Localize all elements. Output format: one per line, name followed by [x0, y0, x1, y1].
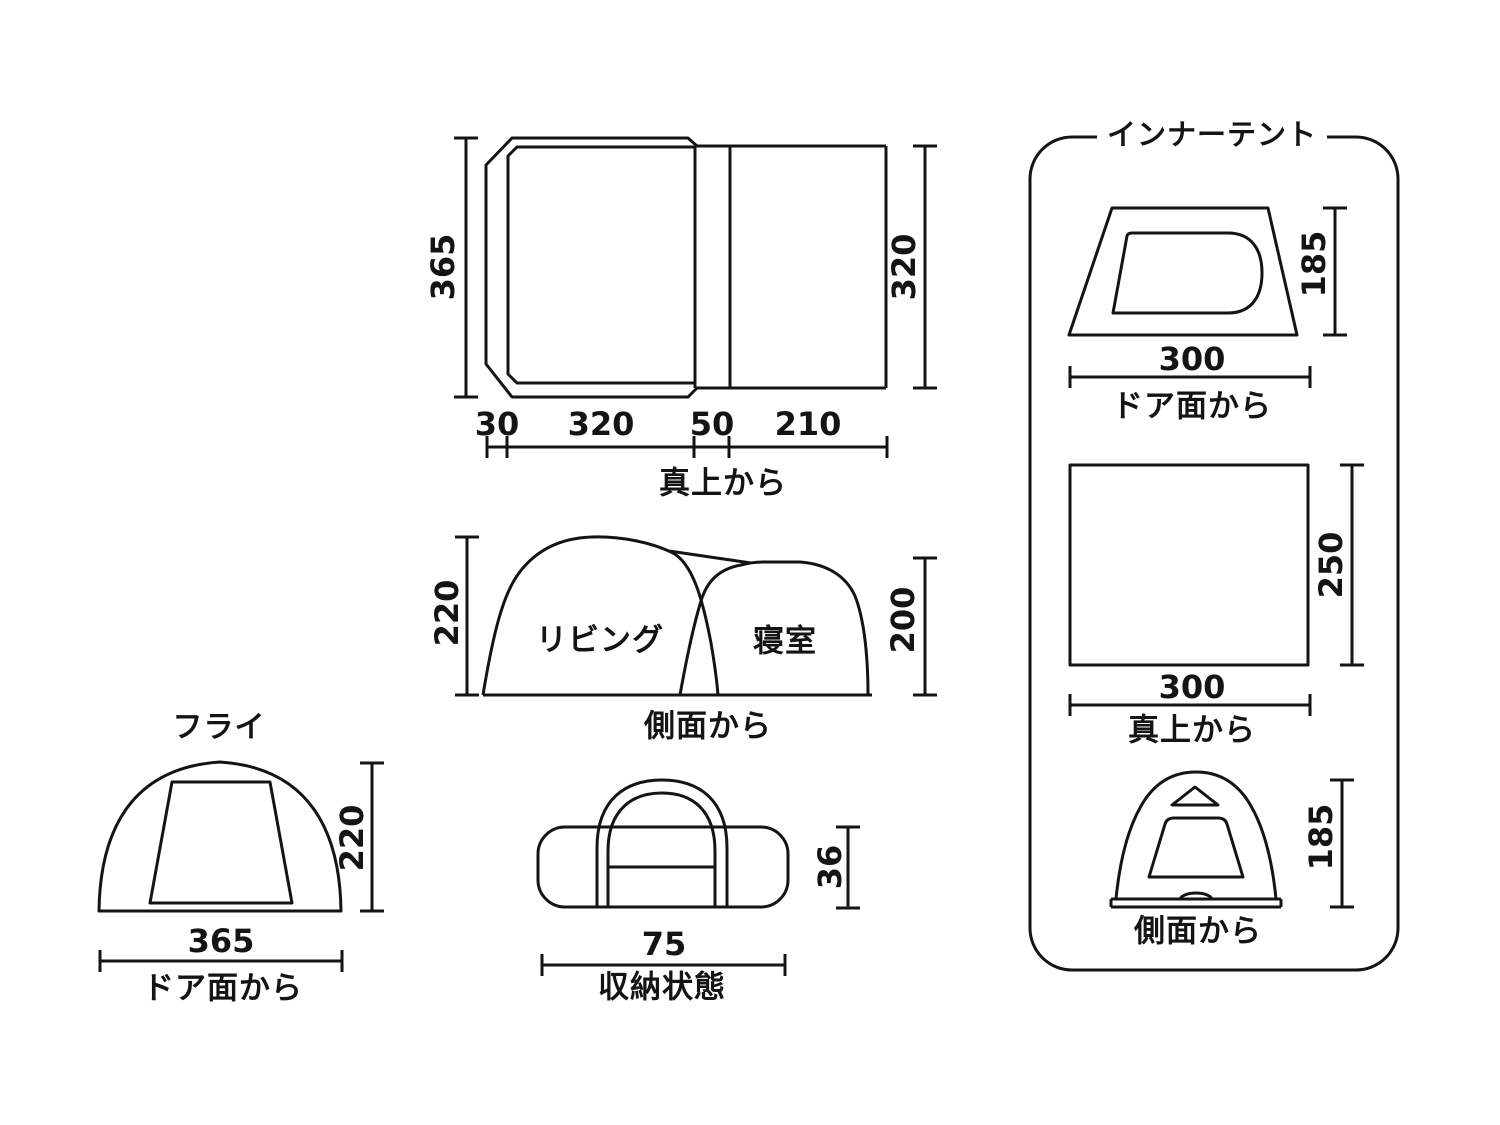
inner-door-view-outline: [1067, 206, 1299, 337]
fly-view-dim-220: 220: [333, 804, 371, 872]
inner-side-view-dim-185: 185: [1302, 803, 1340, 871]
inner-tent-panel: [1028, 135, 1400, 972]
inner-top-view-dim-right: [1340, 463, 1364, 667]
side-view-dim-line-right: [913, 556, 937, 697]
storage-dim-line-bottom: [540, 954, 787, 976]
inner-top-view-dim-300: 300: [1158, 668, 1226, 706]
top-view-dim-50: 50: [689, 405, 735, 443]
top-view-drawing: [454, 136, 937, 458]
inner-side-view-caption: 側面から: [1134, 913, 1262, 950]
inner-side-view-door: [1147, 816, 1245, 879]
storage-dim-line-right: [836, 825, 860, 910]
inner-door-view-door: [1111, 231, 1264, 315]
side-view-tarp-line: [668, 549, 752, 565]
top-view-dim-320-bottom: 320: [567, 405, 635, 443]
top-view-dim-line-bottom: [485, 436, 889, 458]
top-view-caption: 真上から: [659, 465, 787, 502]
top-view-dim-line-left: [454, 136, 478, 399]
side-view-bedroom-label: 寝室: [753, 623, 817, 660]
inner-side-view-vent-triangle: [1170, 785, 1220, 807]
top-view-dim-30: 30: [474, 405, 520, 443]
fly-dim-line-bottom: [98, 950, 344, 972]
top-view-dim-320-right: 320: [885, 233, 923, 301]
inner-side-view-bottom-arc: [1178, 891, 1214, 900]
inner-top-view-caption: 真上から: [1128, 712, 1256, 749]
inner-side-view-ground-bar: [1109, 897, 1283, 909]
inner-top-view-outline: [1068, 463, 1310, 667]
top-view-dim-line-right: [913, 144, 937, 390]
side-view-living-dome: [481, 535, 720, 696]
top-view-outer-outline: [484, 136, 699, 399]
fly-view-caption: ドア面から: [143, 970, 303, 1007]
inner-door-view-dim-185: 185: [1295, 230, 1333, 298]
fly-view-title: フライ: [172, 710, 266, 745]
inner-door-view-dim-bottom: [1068, 366, 1312, 388]
fly-view-dim-365: 365: [187, 922, 255, 960]
inner-tent-title: インナーテント: [1096, 120, 1328, 150]
top-view-dim-210: 210: [774, 405, 842, 443]
storage-view-dim-75: 75: [641, 925, 687, 963]
storage-handle-inner: [606, 791, 717, 907]
side-view-drawing: [455, 535, 937, 697]
side-view-dim-line-left: [455, 535, 479, 697]
fly-view-drawing: [97, 760, 384, 972]
side-view-dim-220: 220: [428, 579, 466, 647]
inner-side-view-dome: [1114, 770, 1278, 900]
storage-view-dim-36: 36: [811, 844, 849, 890]
fly-dome-outline: [97, 760, 343, 913]
fly-dim-line-right: [360, 761, 384, 913]
top-view-right-room: [693, 144, 888, 390]
side-view-bedroom-dome: [678, 560, 870, 696]
inner-top-view-dim-bottom: [1068, 694, 1312, 716]
side-view-caption: 側面から: [644, 708, 772, 745]
inner-tent-border: [1028, 135, 1400, 972]
fly-door: [148, 780, 294, 905]
storage-handle-outer: [595, 778, 729, 907]
storage-view-drawing: [536, 778, 860, 976]
storage-bag-body: [536, 825, 790, 909]
top-view-inner-room: [506, 145, 695, 385]
inner-top-view-dim-250: 250: [1312, 531, 1350, 599]
storage-view-caption: 収納状態: [598, 969, 726, 1006]
side-view-living-label: リビング: [536, 622, 664, 659]
inner-door-view-dim-right: [1323, 206, 1347, 337]
inner-side-view-dim-right: [1330, 778, 1354, 909]
inner-door-view-caption: ドア面から: [1112, 388, 1272, 425]
inner-door-view-dim-300: 300: [1158, 340, 1226, 378]
top-view-dim-365: 365: [424, 233, 462, 301]
side-view-dim-200: 200: [884, 586, 922, 654]
